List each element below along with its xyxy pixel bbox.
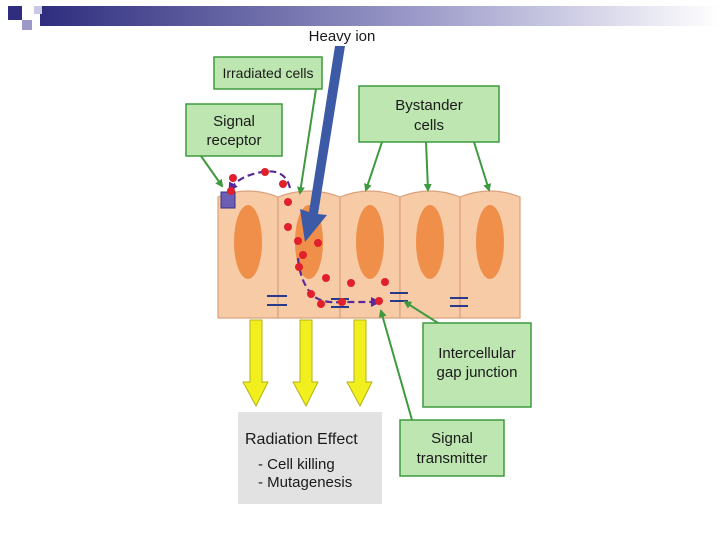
header-square-light <box>22 20 32 30</box>
effect-arrow <box>346 319 373 408</box>
signal-dot <box>295 263 303 271</box>
signal-dot <box>375 297 383 305</box>
heavy-ion-label: Heavy ion <box>309 28 376 45</box>
signal-dot <box>261 168 269 176</box>
irradiated-cells-label: Irradiated cells <box>222 65 313 81</box>
bystander-cells-box <box>358 85 500 143</box>
signal-receptor-label-line2: receptor <box>206 132 261 149</box>
radiation-effect-item: - Cell killing <box>258 456 335 473</box>
bystander-cells-label-line1: Bystander <box>395 97 463 114</box>
nucleus <box>476 205 504 279</box>
nucleus <box>416 205 444 279</box>
signal-dot <box>279 180 287 188</box>
irradiated-cells-pointer <box>296 88 317 195</box>
bystander-pointer <box>423 141 432 192</box>
signal-transmitter-pointer <box>378 309 413 421</box>
signal-dot <box>299 251 307 259</box>
irradiated-cells-box <box>213 56 323 90</box>
signal-dot <box>338 298 346 306</box>
nucleus <box>356 205 384 279</box>
heavy-ion-arrow <box>300 46 345 242</box>
gap-junction-pointer <box>403 300 439 324</box>
signal-dot <box>284 223 292 231</box>
signal-dot <box>227 187 235 195</box>
slide-header-decoration <box>8 6 720 30</box>
signal-transmitter-label-line2: transmitter <box>417 450 488 467</box>
signal-transmitter-box <box>399 419 505 477</box>
radiation-effect-box <box>238 412 382 504</box>
header-gradient-bar <box>40 6 720 26</box>
effect-arrow <box>242 319 269 408</box>
bystander-pointer <box>364 141 383 192</box>
signal-molecules <box>227 168 389 308</box>
gap-junction-label-line1: Intercellular <box>438 345 516 362</box>
signal-dot <box>307 290 315 298</box>
header-square-dark <box>8 6 22 20</box>
signal-dot <box>314 239 322 247</box>
signal-dot <box>381 278 389 286</box>
signal-dot <box>347 279 355 287</box>
gap-junction-box <box>422 322 532 408</box>
nucleus <box>234 205 262 279</box>
bystander-pointer <box>473 141 492 192</box>
signal-dot <box>294 237 302 245</box>
effect-arrow <box>292 319 319 408</box>
bystander-cells-label-line2: cells <box>414 117 444 134</box>
signal-dot <box>322 274 330 282</box>
signal-dot <box>229 174 237 182</box>
radiation-effect-title: Radiation Effect <box>245 431 358 448</box>
signal-receptor-label-line1: Signal <box>213 113 255 130</box>
gap-junction-label-line2: gap junction <box>437 364 518 381</box>
radiation-effect-item: - Mutagenesis <box>258 474 352 491</box>
signal-dot <box>284 198 292 206</box>
signal-transmitter-label-line1: Signal <box>431 430 473 447</box>
effect-arrows <box>242 319 373 408</box>
signal-receptor-box <box>185 103 283 157</box>
signal-receptor-pointer <box>200 155 224 188</box>
signal-dot <box>317 300 325 308</box>
header-square-pale <box>34 6 42 14</box>
cell-layer <box>217 190 521 319</box>
